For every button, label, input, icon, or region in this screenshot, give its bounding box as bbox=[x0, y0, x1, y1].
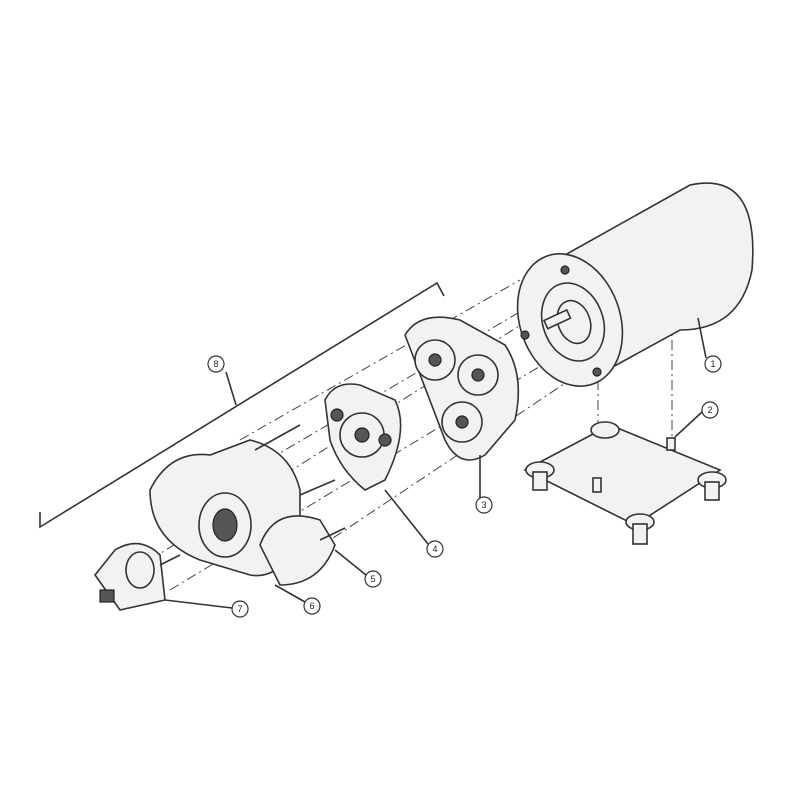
callout-2: 2 bbox=[701, 401, 719, 419]
callout-label: 4 bbox=[432, 544, 437, 554]
diaphragm-assembly bbox=[324, 383, 402, 491]
motor bbox=[516, 182, 754, 387]
callout-7: 7 bbox=[231, 600, 249, 618]
leader-lines bbox=[164, 317, 707, 609]
callout-label: 5 bbox=[370, 574, 375, 584]
callout-5: 5 bbox=[364, 570, 382, 588]
callout-label: 3 bbox=[481, 500, 486, 510]
pressure-switch bbox=[93, 542, 181, 611]
mounting-bracket bbox=[523, 421, 727, 545]
callout-label: 2 bbox=[707, 405, 712, 415]
callout-4: 4 bbox=[426, 540, 444, 558]
front-housing bbox=[149, 424, 346, 586]
callout-6: 6 bbox=[303, 597, 321, 615]
callout-label: 8 bbox=[213, 359, 218, 369]
callout-3: 3 bbox=[475, 496, 493, 514]
pump-housing bbox=[404, 316, 520, 461]
callout-1: 1 bbox=[704, 355, 722, 373]
callout-label: 7 bbox=[237, 604, 242, 614]
callout-label: 6 bbox=[309, 601, 314, 611]
assembly-bracket bbox=[39, 281, 445, 529]
callout-8: 8 bbox=[207, 355, 225, 373]
callout-label: 1 bbox=[710, 359, 715, 369]
